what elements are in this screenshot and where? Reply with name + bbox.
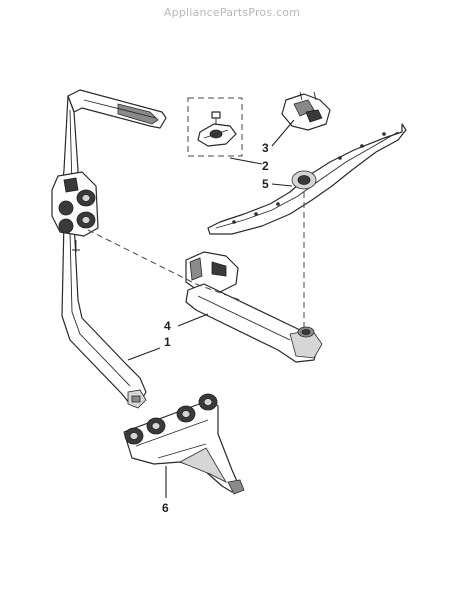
assembly-line-2: [195, 283, 241, 301]
label-part-1: 1: [164, 335, 171, 349]
bearing-clip-group: [187, 97, 243, 157]
dashed-detail-box: [187, 97, 243, 157]
label-part-5: 5: [262, 177, 269, 191]
leader-5: [271, 183, 293, 187]
lower-spray-arm: [207, 123, 407, 330]
label-part-3: 3: [262, 141, 269, 155]
label-part-2: 2: [262, 159, 269, 173]
tube-connector: [51, 171, 99, 252]
label-part-4: 4: [164, 319, 171, 333]
spray-arm-bracket: [281, 91, 331, 131]
leader-lines: [127, 119, 295, 498]
supply-tube: [61, 89, 167, 409]
leader-3: [271, 119, 295, 147]
leader-2: [229, 157, 263, 165]
assembly-line: [87, 229, 197, 285]
watermark: AppliancePartsPros.com: [163, 6, 301, 19]
label-part-6: 6: [162, 501, 169, 515]
nozzle-manifold: [123, 393, 245, 495]
wash-arm-manifold: [185, 251, 323, 363]
leader-1: [127, 347, 161, 361]
leader-4: [177, 313, 209, 327]
